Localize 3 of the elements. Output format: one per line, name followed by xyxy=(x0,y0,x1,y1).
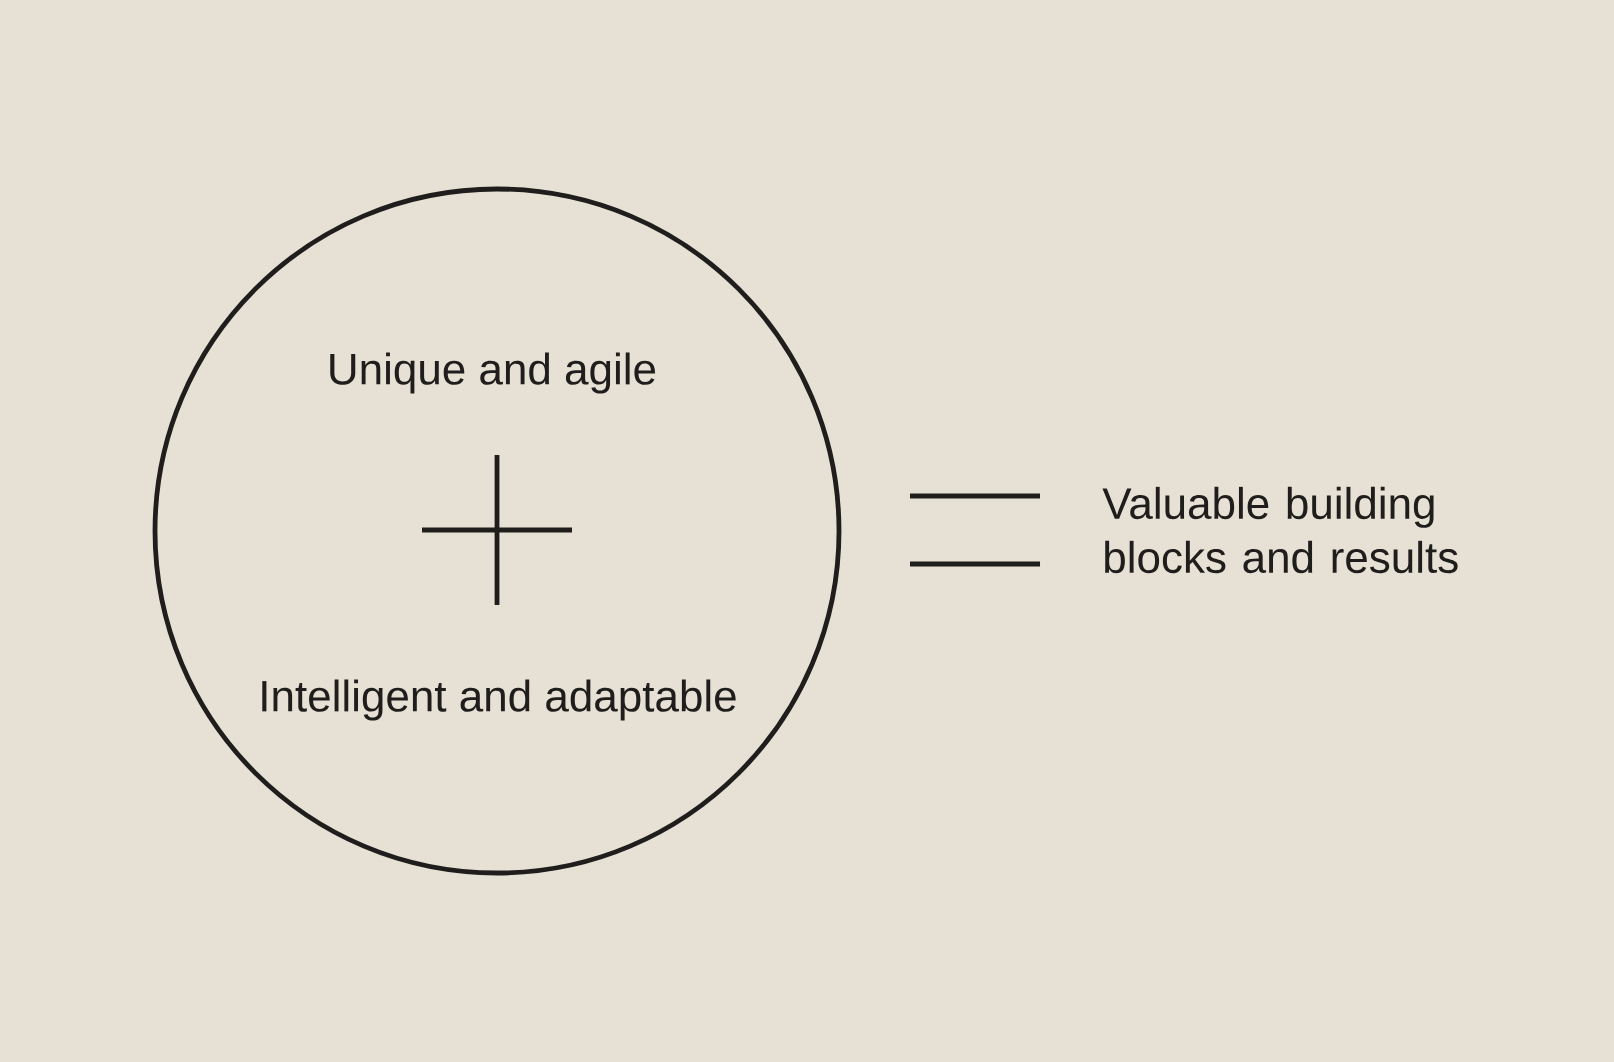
result-text: Valuable building blocks and results xyxy=(1102,486,1458,574)
node-label: Unique and agile xyxy=(330,352,656,394)
node-label: Intelligent and adaptable xyxy=(262,679,736,721)
